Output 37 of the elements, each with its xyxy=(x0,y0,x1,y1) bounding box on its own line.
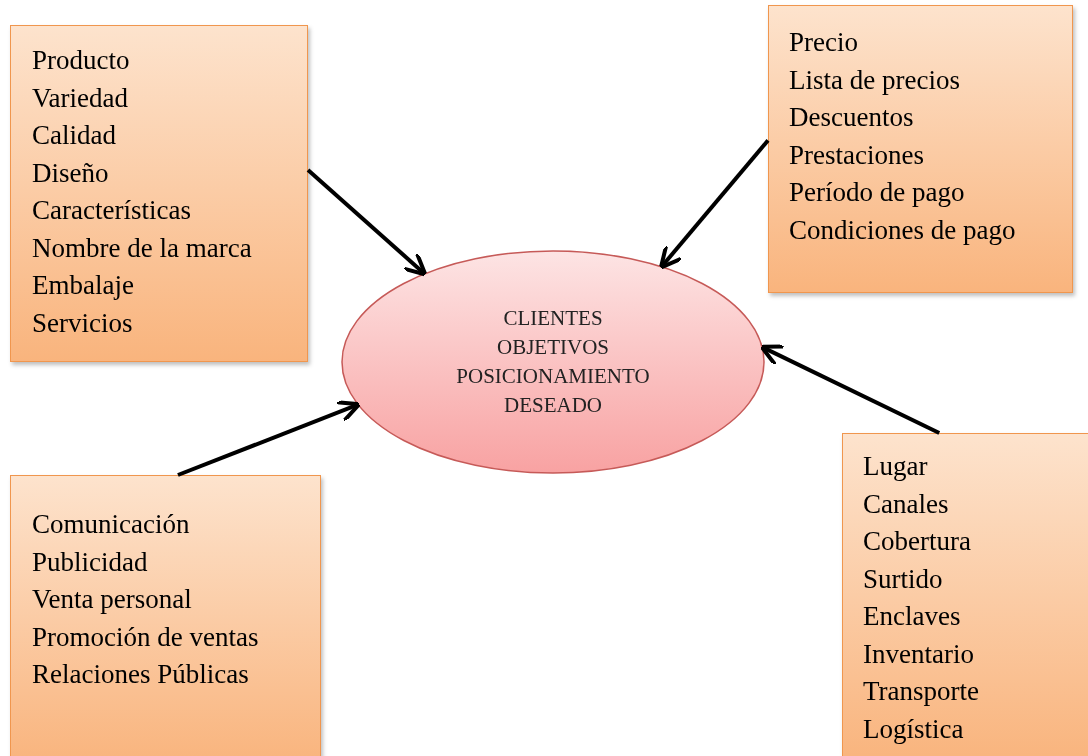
list-item: Período de pago xyxy=(789,176,966,209)
list-item: Inventario xyxy=(863,637,975,671)
list-item: Variedad xyxy=(32,81,129,115)
list-item: Transporte xyxy=(863,675,980,708)
list-item: Promoción de ventas xyxy=(32,620,260,654)
list-item: Enclaves xyxy=(863,600,962,633)
list-item: Publicidad xyxy=(32,545,149,579)
arrow xyxy=(177,400,362,477)
list-item: Lugar xyxy=(863,450,929,483)
list-box xyxy=(10,25,308,362)
arrow xyxy=(759,344,941,435)
list-item: Embalaje xyxy=(32,269,135,302)
list-item: Condiciones de pago xyxy=(789,213,1017,247)
list-item: Producto xyxy=(32,44,131,77)
target-ellipse xyxy=(341,250,765,474)
list-item: Lista de precios xyxy=(789,63,961,97)
list-item: Precio xyxy=(789,26,859,59)
list-item: Servicios xyxy=(32,306,134,340)
list-item: Calidad xyxy=(32,119,117,152)
list-item: Surtido xyxy=(863,562,944,596)
list-item: Descuentos xyxy=(789,101,915,134)
list-item: Logística xyxy=(863,712,965,746)
list-box xyxy=(768,5,1073,293)
list-item: Prestaciones xyxy=(789,138,925,172)
list-box xyxy=(842,433,1088,756)
center-label: CLIENTES OBJETIVOS POSICIONAMIENTO DESEADO xyxy=(455,305,651,419)
list-item: Nombre de la marca xyxy=(32,231,253,265)
list-item: Diseño xyxy=(32,156,110,190)
arrow xyxy=(306,168,428,277)
list-item: Comunicación xyxy=(32,508,191,541)
list-item: Relaciones Públicas xyxy=(32,658,250,691)
list-item: Venta personal xyxy=(32,583,193,616)
list-item: Canales xyxy=(863,487,950,521)
arrow xyxy=(658,139,770,270)
list-box xyxy=(10,475,321,756)
list-item: Cobertura xyxy=(863,525,972,558)
list-item: Características xyxy=(32,194,192,227)
